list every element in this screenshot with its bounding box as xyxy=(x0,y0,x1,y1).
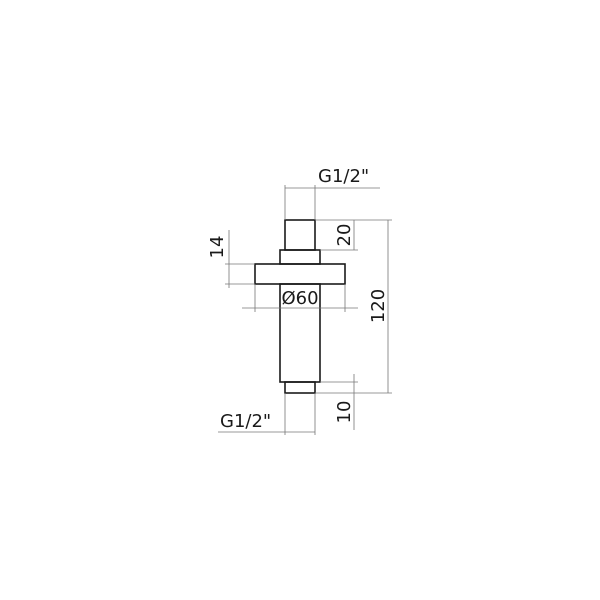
bottom-thread-length-label: 10 xyxy=(334,401,355,424)
dimension-top-thread xyxy=(284,185,380,220)
dimension-flange-thickness xyxy=(225,230,255,288)
flange-collar xyxy=(279,249,321,265)
top-thread-label: G1/2" xyxy=(318,166,369,187)
flange-diameter-label: Ø60 xyxy=(281,288,318,309)
dimension-flange-diameter xyxy=(242,284,358,312)
top-thread-length-label: 20 xyxy=(334,224,355,247)
top-thread-nipple xyxy=(284,219,316,251)
bottom-thread-nipple xyxy=(284,381,316,394)
dimension-bottom-thread xyxy=(218,393,316,435)
dimension-bottom-thread-length xyxy=(320,374,358,430)
dimension-total-length xyxy=(315,220,392,394)
flange xyxy=(254,263,346,285)
part-outline xyxy=(254,219,346,394)
total-length-label: 120 xyxy=(368,289,389,323)
dimension-top-thread-length xyxy=(315,219,392,251)
flange-thickness-label: 14 xyxy=(207,236,228,259)
bottom-thread-label: G1/2" xyxy=(220,411,271,432)
